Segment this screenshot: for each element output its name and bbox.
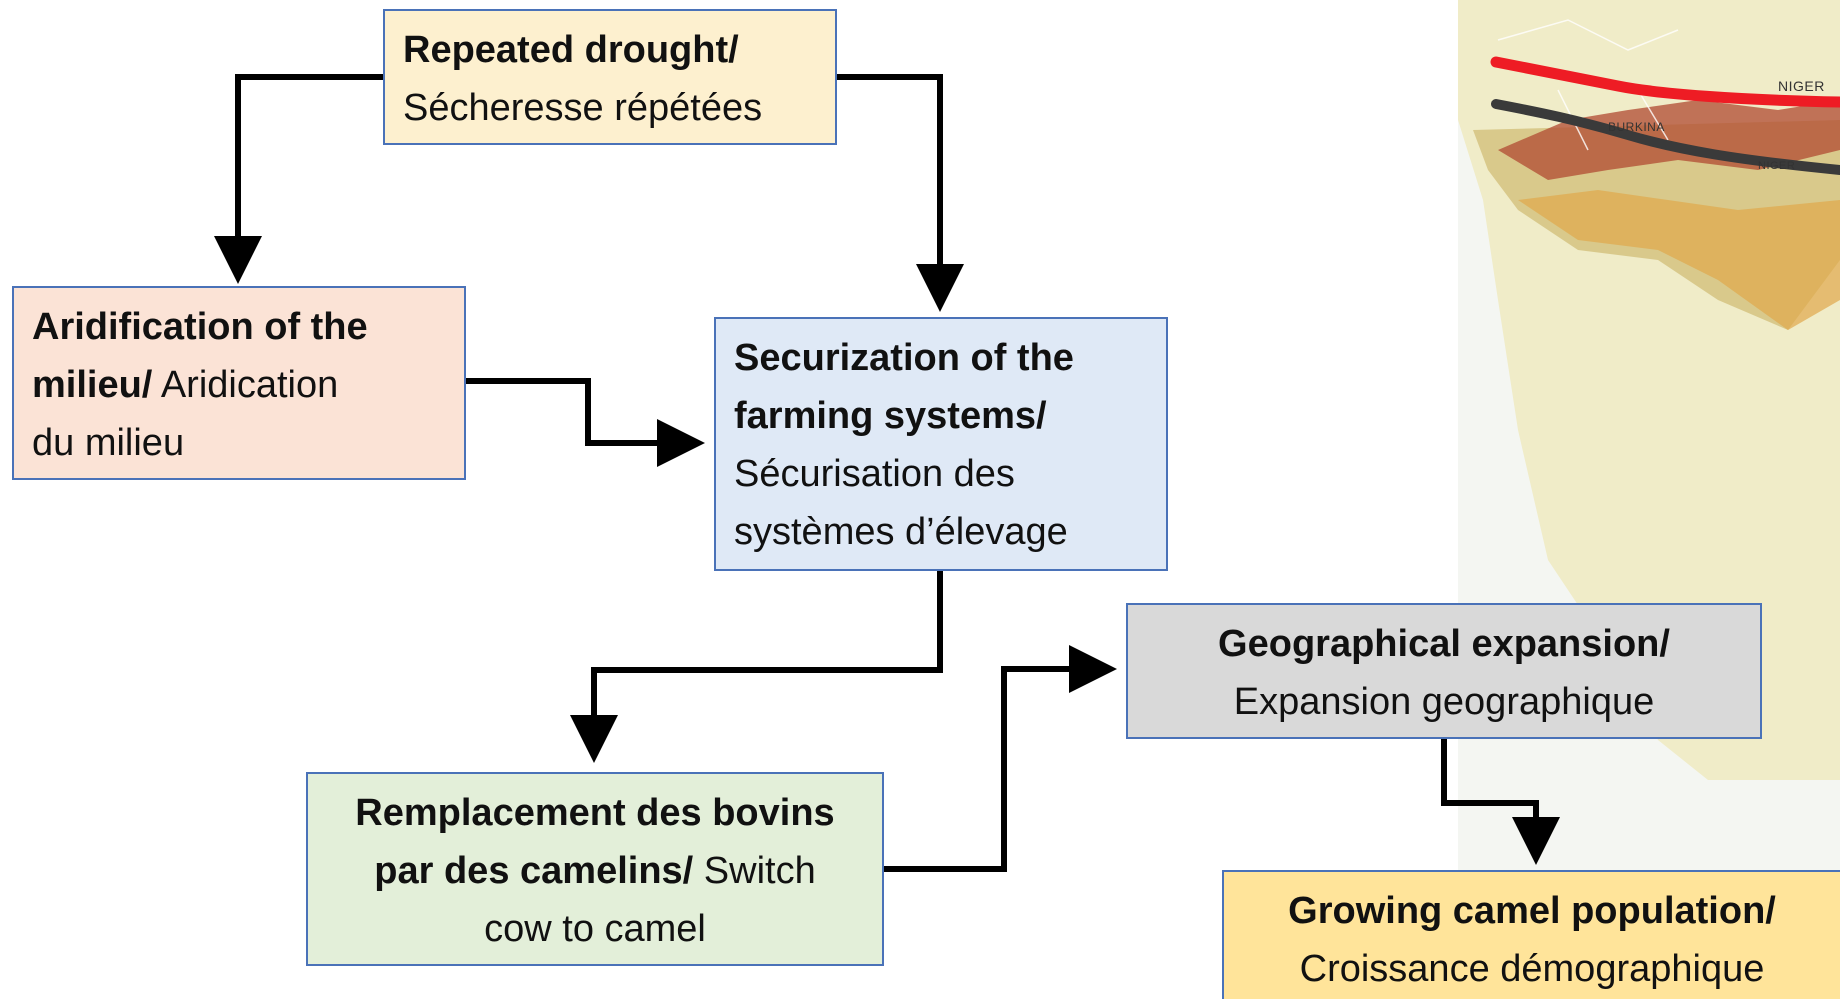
securization-title-line1: Securization of the bbox=[734, 337, 1074, 379]
aridification-subtitle-line3: du milieu bbox=[32, 422, 185, 464]
map-drawing bbox=[1458, 0, 1840, 999]
remplacement-title-line1: Remplacement des bovins bbox=[355, 792, 835, 834]
aridification-box: Aridification of the milieu/ Aridication… bbox=[12, 286, 466, 480]
drought-subtitle: Sécheresse répétées bbox=[403, 87, 763, 129]
arrow-securization-to-remplacement bbox=[570, 571, 943, 763]
geographical-expansion-box: Geographical expansion/ Expansion geogra… bbox=[1126, 603, 1762, 739]
arrow-drought-to-aridification bbox=[214, 74, 383, 284]
sahel-map-image: NIGER BURKINA NIGER bbox=[1458, 0, 1840, 999]
securization-box: Securization of the farming systems/ Séc… bbox=[714, 317, 1168, 571]
securization-subtitle-line3: Sécurisation des bbox=[734, 453, 1015, 495]
remplacement-box: Remplacement des bovins par des camelins… bbox=[306, 772, 884, 966]
aridification-title-line1: Aridification of the bbox=[32, 306, 368, 348]
remplacement-subtitle-line2: Switch bbox=[693, 850, 816, 892]
geographical-subtitle: Expansion geographique bbox=[1233, 681, 1655, 723]
arrow-geographical-to-growing bbox=[1441, 739, 1560, 865]
securization-title-line2: farming systems/ bbox=[734, 395, 1047, 437]
arrow-aridification-to-securization bbox=[466, 378, 705, 467]
map-label-niger: NIGER bbox=[1778, 78, 1825, 94]
map-label-nigeria: NIGER bbox=[1758, 160, 1796, 172]
growing-title: Growing camel population/ bbox=[1288, 890, 1776, 932]
remplacement-subtitle-line3: cow to camel bbox=[484, 908, 706, 950]
growing-camel-population-box: Growing camel population/ Croissance dém… bbox=[1222, 870, 1840, 999]
repeated-drought-box: Repeated drought/ Sécheresse répétées bbox=[383, 9, 837, 145]
map-label-burkina: BURKINA bbox=[1608, 120, 1665, 134]
geographical-title: Geographical expansion/ bbox=[1218, 623, 1670, 665]
remplacement-title-line2: par des camelins/ bbox=[374, 850, 694, 892]
arrow-drought-to-securization bbox=[836, 74, 964, 312]
drought-title: Repeated drought/ bbox=[403, 29, 739, 71]
securization-subtitle-line4: systèmes d’élevage bbox=[734, 511, 1068, 553]
arrow-remplacement-to-geographical bbox=[884, 645, 1117, 872]
aridification-subtitle-line2: Aridication bbox=[152, 364, 339, 406]
growing-subtitle: Croissance démographique bbox=[1299, 948, 1765, 990]
aridification-title-line2: milieu/ bbox=[32, 364, 153, 406]
